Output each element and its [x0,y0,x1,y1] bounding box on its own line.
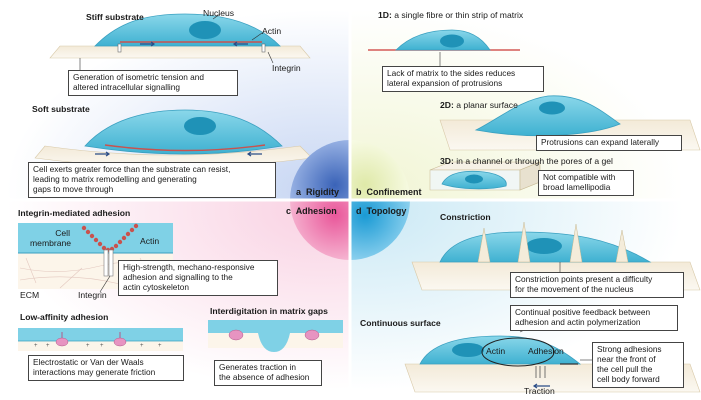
quadrant-confinement [350,140,410,200]
svg-text:+: + [140,343,144,349]
interdigitation-illustration [208,320,343,352]
svg-text:+: + [46,343,50,349]
adhesion-label: c Adhesion [286,206,337,216]
quadrant-rigidity [290,140,350,200]
stiff-actin-label: Actin [262,26,282,36]
integrin-illustration [18,223,173,293]
actin-filaments [81,223,139,253]
one-d-heading: 1D: a single fibre or thin strip of matr… [378,10,524,20]
svg-text:+: + [86,343,90,349]
three-d-illustration [429,161,541,191]
rigidity-label: a Rigidity [296,187,340,197]
svg-text:+: + [158,343,162,349]
quadrant-topology [350,200,410,260]
adhesion-actin-label: Actin [140,236,160,246]
continuous-adhesion-label: Adhesion [528,346,564,356]
topology-label: d Topology [356,206,407,216]
stiff-nucleus [189,21,221,39]
constriction-note: Constriction points present a difficulty… [510,272,684,298]
stiff-integrin-label: Integrin [272,63,301,73]
low-affinity-title: Low-affinity adhesion [20,312,109,322]
stiff-substrate-illustration [49,13,311,70]
nucleus-label: Nucleus [203,8,235,18]
adhesion-integrin-label: Integrin [78,290,107,300]
integrin-adhesion-title: Integrin-mediated adhesion [18,208,131,218]
interdigitation-title: Interdigitation in matrix gaps [210,306,328,316]
soft-substrate-illustration [34,109,313,168]
stiff-substrate-title: Stiff substrate [86,12,144,22]
continuous-title: Continuous surface [360,318,441,328]
soft-substrate-note: Cell exerts greater force than the subst… [28,162,276,198]
soft-cell [84,109,283,155]
confinement-label: b Confinement [356,187,422,197]
integrin-stalk [103,249,109,277]
continuous-actin-label: Actin [486,346,506,356]
continuous-cell [419,335,582,365]
svg-text:+: + [100,343,104,349]
traction-label: Traction [524,386,555,396]
ecm-label: ECM [20,290,40,300]
soft-substrate-title: Soft substrate [32,104,90,114]
one-d-illustration [368,29,520,66]
two-d-heading: 2D: a planar surface [440,100,518,110]
soft-actin [104,144,266,152]
low-affinity-illustration: + + + + + + [18,328,183,351]
feedback-loop [481,337,555,367]
constriction-title: Constriction [440,212,491,222]
two-d-note: Protrusions can expand laterally [536,135,682,151]
three-d-heading: 3D: in a channel or through the pores of… [440,156,613,166]
svg-text:+: + [34,343,38,349]
stiff-cell [94,13,281,47]
quadrant-adhesion [290,200,350,260]
soft-nucleus [184,117,216,135]
